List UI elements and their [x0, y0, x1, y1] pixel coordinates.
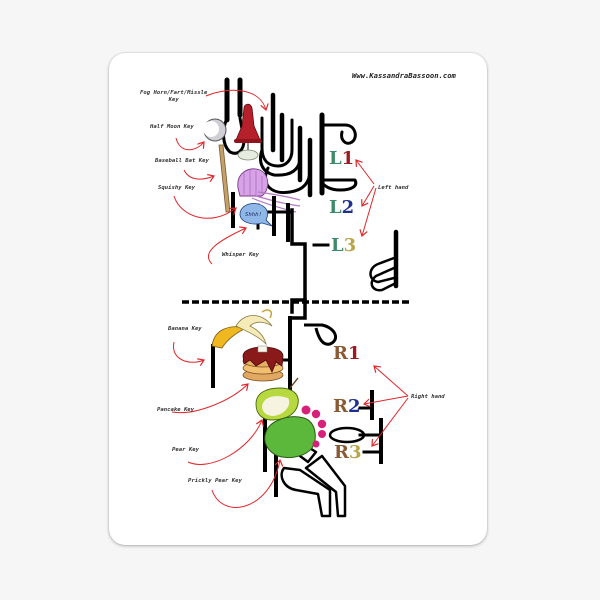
finger-number: 1 — [347, 343, 361, 364]
prickly-pear-key-icon — [264, 405, 327, 459]
finger-letter: L — [329, 197, 342, 218]
finger-number: 1 — [341, 148, 355, 169]
pear-key-label: Pear Key — [172, 447, 199, 453]
baseball-bat-key-icon — [218, 144, 231, 213]
pancake-key-label: Pancake Key — [157, 407, 195, 413]
finger-number: 3 — [348, 442, 362, 463]
finger-number: 3 — [343, 235, 357, 256]
finger-label-L1: L1 — [329, 150, 354, 168]
baseball-bat-key-label: Baseball Bat Key — [155, 158, 209, 164]
finger-label-R2: R2 — [333, 398, 361, 416]
finger-label-R3: R3 — [334, 444, 362, 462]
banana-key-icon — [211, 309, 273, 349]
finger-number: 2 — [347, 396, 361, 417]
half-moon-key-label: Half Moon Key — [150, 124, 194, 130]
pancake-key-icon — [242, 345, 284, 382]
right-hand-label: Right hand — [411, 394, 445, 400]
finger-label-L2: L2 — [329, 199, 354, 217]
fog-horn-label-line1: Fog Horn/Fart/Missle — [140, 90, 208, 96]
finger-letter: L — [331, 235, 344, 256]
finger-letter: L — [329, 148, 342, 169]
whisper-key-bubble-icon — [239, 203, 273, 227]
pear-key-icon — [255, 377, 299, 421]
website-url: Www.KassandraBassoon.com — [352, 71, 456, 80]
fog-horn-key-label: Fog Horn/Fart/Missle Key — [140, 90, 207, 104]
squishy-key-label: Squishy Key — [158, 185, 196, 191]
whisper-bubble-text: Shhh! — [245, 212, 262, 218]
finger-letter: R — [333, 396, 348, 417]
whisper-key-label: Whisper Key — [222, 252, 260, 258]
fog-horn-label-line2: Key — [168, 97, 179, 103]
finger-label-L3: L3 — [331, 237, 356, 255]
pointer-arrows — [171, 89, 409, 508]
fog-horn-key-icon — [234, 103, 262, 161]
finger-number: 2 — [341, 197, 355, 218]
banana-key-label: Banana Key — [168, 326, 202, 332]
left-hand-label: Left hand — [378, 185, 409, 191]
half-moon-key-icon — [203, 118, 227, 142]
finger-letter: R — [333, 343, 348, 364]
prickly-pear-key-label: Prickly Pear Key — [188, 478, 242, 484]
finger-label-R1: R1 — [333, 345, 361, 363]
finger-letter: R — [334, 442, 349, 463]
